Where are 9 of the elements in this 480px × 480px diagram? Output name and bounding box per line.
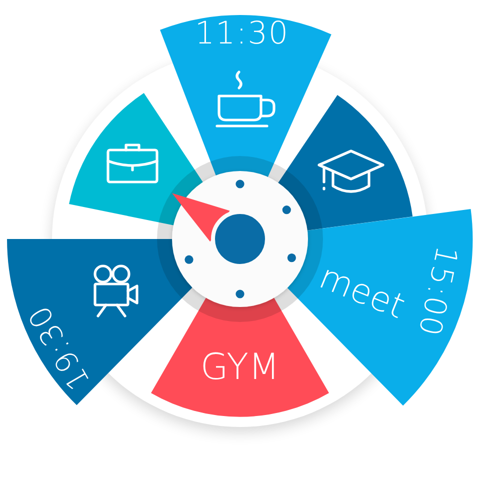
activity-label: GYM — [200, 350, 280, 386]
clock-segment — [68, 93, 204, 226]
clock-segment — [7, 239, 194, 406]
clock-segment — [286, 208, 473, 406]
clock-segment — [160, 15, 332, 179]
time-label: 11:30 — [194, 18, 290, 50]
clock-segment — [276, 94, 412, 230]
time-label: 15:00 — [412, 243, 462, 339]
activity-label: meet — [314, 260, 410, 324]
